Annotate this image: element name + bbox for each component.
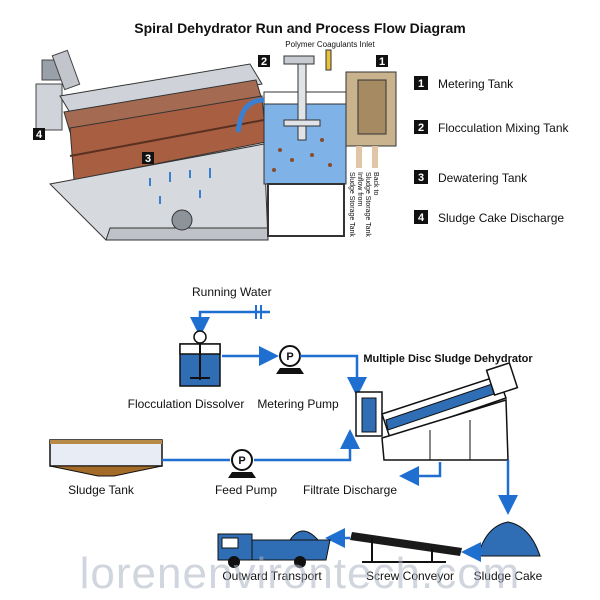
back-to-label-1: Back to <box>372 172 379 195</box>
filtrate-tray <box>48 143 269 241</box>
svg-text:3: 3 <box>145 153 151 165</box>
screw-body <box>59 63 267 181</box>
sludge-cake-pile <box>477 521 541 557</box>
badge-2 <box>258 55 270 67</box>
polymer-inlet-label: Polymer Coagulants Inlet <box>285 40 375 49</box>
svg-text:1: 1 <box>379 56 385 68</box>
legend-badge-1 <box>414 76 428 90</box>
diagram-title: Spiral Dehydrator Run and Process Flow D… <box>134 20 465 36</box>
svg-text:2: 2 <box>261 56 267 68</box>
screw-conveyor-label: Screw Conveyor <box>366 569 454 583</box>
legend-badge-2 <box>414 120 428 134</box>
sludge-cake-label: Sludge Cake <box>474 569 543 583</box>
svg-text:4: 4 <box>36 129 43 141</box>
screw-conveyor-icon <box>350 532 462 563</box>
spiral-dehydrator-illustration: Polymer Coagulants Inlet 2 1 3 4 Back to… <box>33 40 397 241</box>
flocculation-dissolver <box>179 330 221 387</box>
water-flow-line <box>190 310 270 337</box>
truck-icon <box>217 530 331 568</box>
inflow-label-1: Inflow from <box>356 172 363 206</box>
legend-badge-4 <box>414 210 428 224</box>
legend-label-3: Dewatering Tank <box>438 171 528 185</box>
legend: 1 Metering Tank 2 Flocculation Mixing Ta… <box>414 76 570 225</box>
connecting-pipe <box>235 97 265 133</box>
filtrate-discharge-label: Filtrate Discharge <box>303 483 397 497</box>
sludge-tank-icon <box>49 439 163 477</box>
feed-pump-to-dehydrator-line <box>254 429 360 462</box>
watermark: lorenenvirontech.com <box>80 549 521 598</box>
svg-text:P: P <box>286 351 293 363</box>
svg-text:3: 3 <box>418 172 424 184</box>
legend-label-2: Flocculation Mixing Tank <box>438 121 570 135</box>
legend-label-4: Sludge Cake Discharge <box>438 211 564 225</box>
motor <box>35 49 81 131</box>
flocculation-mixing-tank <box>263 55 347 237</box>
badge-4 <box>33 128 45 140</box>
dehydrator-label: Multiple Disc Sludge Dehydrator <box>363 353 533 365</box>
svg-text:1: 1 <box>418 78 424 90</box>
metering-pump-icon: P <box>276 345 304 374</box>
feed-pump-icon: P <box>228 449 256 478</box>
flocculation-dissolver-label: Flocculation Dissolver <box>128 397 245 411</box>
sludge-tank-label: Sludge Tank <box>68 483 135 497</box>
svg-text:P: P <box>238 455 245 467</box>
multi-disc-dehydrator <box>355 361 519 461</box>
metering-tank <box>345 71 397 168</box>
back-to-label-2: Sludge Storage Tank <box>364 172 371 237</box>
badge-1 <box>376 55 388 67</box>
filtrate-discharge-line <box>399 462 442 486</box>
legend-label-1: Metering Tank <box>438 77 514 91</box>
pump-to-dehydrator-line <box>300 354 367 397</box>
running-water-label: Running Water <box>192 285 272 299</box>
process-flow: Running Water Flocculation Dissolver P M… <box>49 285 543 583</box>
legend-badge-3 <box>414 170 428 184</box>
svg-text:2: 2 <box>418 122 424 134</box>
outward-transport-label: Outward Transport <box>222 569 322 583</box>
metering-pump-label: Metering Pump <box>257 397 339 411</box>
feed-pump-label: Feed Pump <box>215 483 277 497</box>
svg-text:4: 4 <box>418 212 425 224</box>
inflow-label-2: Sludge Storage Tank <box>348 172 355 237</box>
badge-3 <box>142 152 154 164</box>
polymer-inlet-pipe <box>325 49 332 71</box>
